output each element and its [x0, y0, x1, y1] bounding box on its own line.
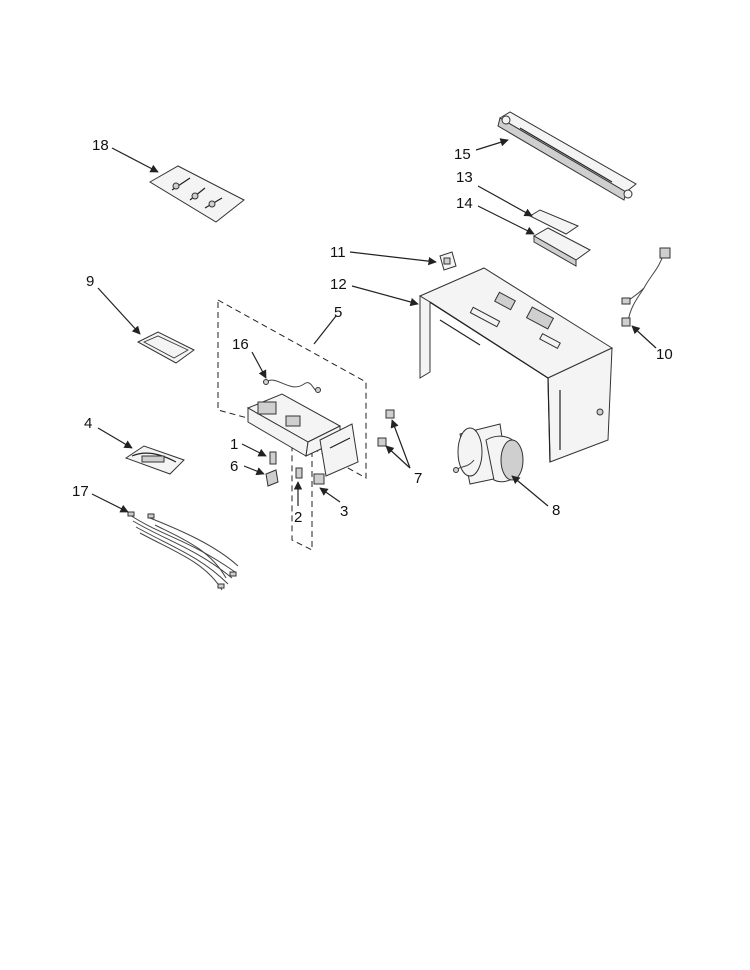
part-11-switch: [439, 251, 457, 271]
part-17-wire-harness: [127, 511, 239, 591]
part-3: [313, 473, 325, 485]
callout-5: 5: [334, 304, 342, 321]
callout-13: 13: [456, 169, 473, 186]
part-18-hardware-bag: [149, 165, 245, 223]
callout-9: 9: [86, 273, 94, 290]
part-14-damper: [532, 227, 591, 267]
callout-10: 10: [656, 346, 673, 363]
part-15-vent-bar: [497, 111, 637, 201]
part-1: [269, 451, 277, 465]
part-10-power-cord: [621, 247, 671, 327]
callout-17: 17: [72, 483, 89, 500]
part-5-control-assembly: [217, 299, 367, 551]
part-7-clips: [377, 409, 395, 447]
part-12-chassis: [418, 267, 614, 463]
part-9-filter: [136, 331, 195, 364]
callout-11: 11: [330, 244, 346, 261]
callout-6: 6: [230, 458, 238, 475]
callout-12: 12: [330, 276, 347, 293]
part-8-blower-motor: [453, 423, 524, 485]
part-2: [295, 467, 303, 479]
callout-16: 16: [232, 336, 249, 353]
callout-14: 14: [456, 195, 473, 212]
callout-18: 18: [92, 137, 109, 154]
callout-15: 15: [454, 146, 471, 163]
leader-lines: [91, 138, 657, 513]
callout-8: 8: [552, 502, 560, 519]
part-4-tray: [124, 445, 185, 475]
callout-labels: 18 9 4 17 16 5 1 6 2 3 7 8 10 11 12 13 1…: [72, 137, 673, 526]
callout-3: 3: [340, 503, 348, 520]
callout-1: 1: [230, 436, 238, 453]
callout-2: 2: [294, 509, 302, 526]
part-6: [265, 469, 279, 487]
callout-7: 7: [414, 470, 422, 487]
part-13-damper: [528, 209, 580, 235]
part-16-wire: [263, 379, 321, 393]
callout-4: 4: [84, 415, 92, 432]
